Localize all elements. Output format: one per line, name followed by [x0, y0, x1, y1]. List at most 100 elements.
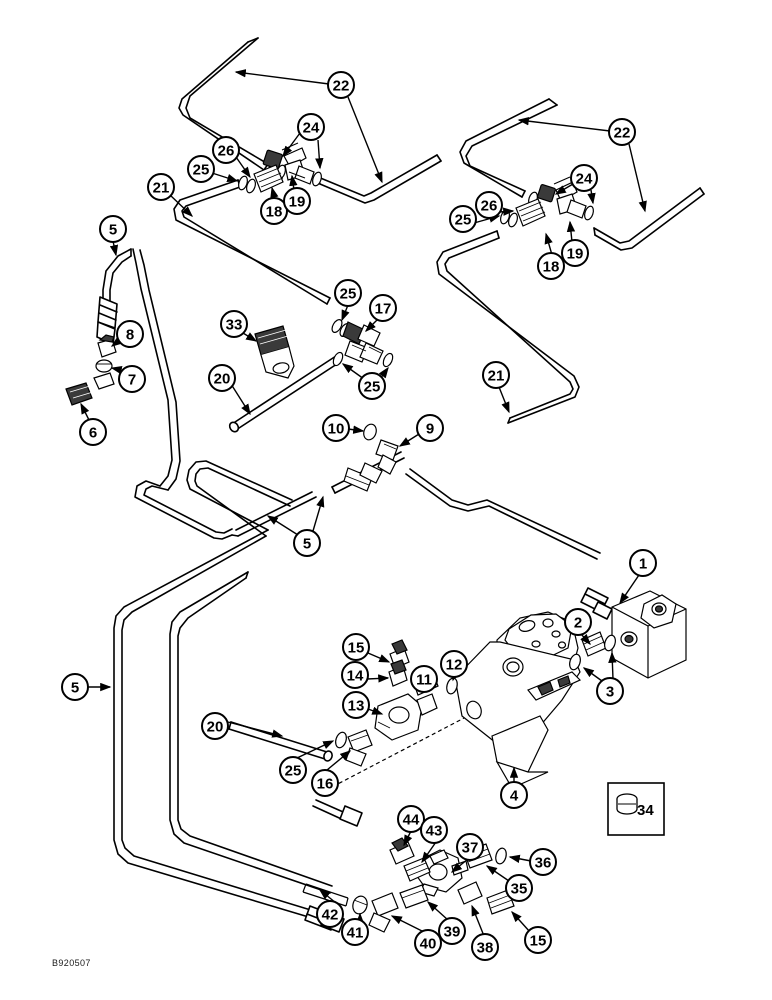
- callout-1[interactable]: 1: [629, 549, 657, 577]
- callout-11[interactable]: 11: [410, 665, 438, 693]
- callout-24[interactable]: 24: [297, 113, 325, 141]
- tube-20-mid-end: [228, 421, 240, 433]
- fitting-15-lower-rib1: [488, 894, 511, 904]
- tee-17-rib1: [351, 344, 367, 352]
- callout-circle: [608, 118, 636, 146]
- elbow-6-rib2: [72, 391, 94, 399]
- callout-44[interactable]: 44: [397, 805, 425, 833]
- leader-20-lower: [227, 721, 284, 738]
- callout-5[interactable]: 5: [293, 529, 321, 557]
- callout-25[interactable]: 25: [334, 279, 362, 307]
- callout-15[interactable]: 15: [524, 926, 552, 954]
- callout-33[interactable]: 33: [220, 310, 248, 338]
- tube-22-left2-cap-b: [436, 154, 442, 162]
- tee-17-bottom-right: [359, 342, 384, 365]
- callout-22[interactable]: 22: [608, 118, 636, 146]
- tube-22-left2-inner: [319, 160, 442, 204]
- callout-25[interactable]: 25: [449, 205, 477, 233]
- leader-26-left: [235, 156, 251, 179]
- callout-22[interactable]: 22: [327, 71, 355, 99]
- pump-bolt-b: [531, 640, 541, 648]
- callout-18[interactable]: 18: [537, 252, 565, 280]
- clamp-33-rib1: [257, 329, 287, 339]
- callout-number: 2: [574, 615, 582, 632]
- hose-5-big-a-outer: [186, 460, 293, 531]
- connector-19-right-body: [536, 183, 556, 203]
- hose-5-loop2-inner: [177, 577, 333, 887]
- callout-2[interactable]: 2: [564, 608, 592, 636]
- callout-38[interactable]: 38: [471, 933, 499, 961]
- callout-43[interactable]: 43: [420, 816, 448, 844]
- tube-42-cap-a: [302, 883, 307, 893]
- callout-12[interactable]: 12: [440, 650, 468, 678]
- callout-number: 25: [340, 286, 357, 303]
- callout-36[interactable]: 36: [529, 848, 557, 876]
- callout-25[interactable]: 25: [187, 155, 215, 183]
- leader-17: [365, 318, 379, 332]
- callout-19[interactable]: 19: [561, 239, 589, 267]
- callout-20[interactable]: 20: [208, 364, 236, 392]
- callout-7[interactable]: 7: [118, 365, 146, 393]
- callout-15[interactable]: 15: [342, 633, 370, 661]
- fitting-43-rib2: [407, 867, 429, 877]
- hose-5-big-a-inner: [194, 467, 291, 537]
- leader-38: [471, 904, 485, 937]
- hose-pump-ferrule: [592, 601, 613, 620]
- callout-37[interactable]: 37: [456, 833, 484, 861]
- callout-42[interactable]: 42: [316, 900, 344, 928]
- leader-40: [390, 915, 425, 933]
- callout-circle: [449, 205, 477, 233]
- pump-shaft-bore-inner: [506, 661, 520, 673]
- callout-24[interactable]: 24: [570, 164, 598, 192]
- callout-21[interactable]: 21: [147, 173, 175, 201]
- valve-block-assembly: [611, 590, 687, 679]
- callout-26[interactable]: 26: [475, 191, 503, 219]
- leader-15-upper: [367, 652, 391, 663]
- cross-37-bore: [428, 863, 448, 881]
- oring-7: [95, 359, 113, 373]
- leader-39: [426, 901, 449, 921]
- elbow-16-rib: [350, 734, 369, 742]
- callout-number: 14: [347, 668, 364, 685]
- callout-20[interactable]: 20: [201, 712, 229, 740]
- callout-21[interactable]: 21: [482, 361, 510, 389]
- callout-25[interactable]: 25: [279, 756, 307, 784]
- hose-routing-group: [96, 37, 705, 933]
- tube-5-short-cap: [331, 486, 336, 494]
- callout-circle: [397, 805, 425, 833]
- callout-5[interactable]: 5: [61, 673, 89, 701]
- callout-8[interactable]: 8: [116, 320, 144, 348]
- callout-18[interactable]: 18: [260, 197, 288, 225]
- callout-25[interactable]: 25: [358, 372, 386, 400]
- tee-17-rib2: [368, 346, 382, 354]
- tube-22-right2-cap-a: [593, 227, 596, 236]
- callout-14[interactable]: 14: [341, 661, 369, 689]
- callout-number: 5: [109, 222, 117, 239]
- leader-22-right-a: [517, 117, 611, 132]
- callout-9[interactable]: 9: [416, 414, 444, 442]
- callout-10[interactable]: 10: [322, 414, 350, 442]
- callout-35[interactable]: 35: [505, 874, 533, 902]
- tube-22-left-cap-top: [247, 37, 259, 43]
- callout-3[interactable]: 3: [596, 677, 624, 705]
- callout-41[interactable]: 41: [341, 918, 369, 946]
- pump-motor-assembly: [454, 611, 582, 789]
- callout-6[interactable]: 6: [79, 418, 107, 446]
- oring-36: [495, 847, 507, 865]
- callout-26[interactable]: 26: [212, 136, 240, 164]
- callout-4[interactable]: 4: [500, 781, 528, 809]
- callout-40[interactable]: 40: [414, 929, 442, 957]
- callout-circle: [341, 661, 369, 689]
- callout-16[interactable]: 16: [311, 769, 339, 797]
- callout-5[interactable]: 5: [99, 215, 127, 243]
- callout-number: 1: [639, 556, 647, 573]
- callout-17[interactable]: 17: [369, 294, 397, 322]
- callout-number: 18: [266, 204, 283, 221]
- callout-19[interactable]: 19: [283, 187, 311, 215]
- tube-21-right-cap-a: [496, 230, 500, 239]
- callout-39[interactable]: 39: [438, 917, 466, 945]
- callout-13[interactable]: 13: [342, 691, 370, 719]
- callout-circle: [293, 529, 321, 557]
